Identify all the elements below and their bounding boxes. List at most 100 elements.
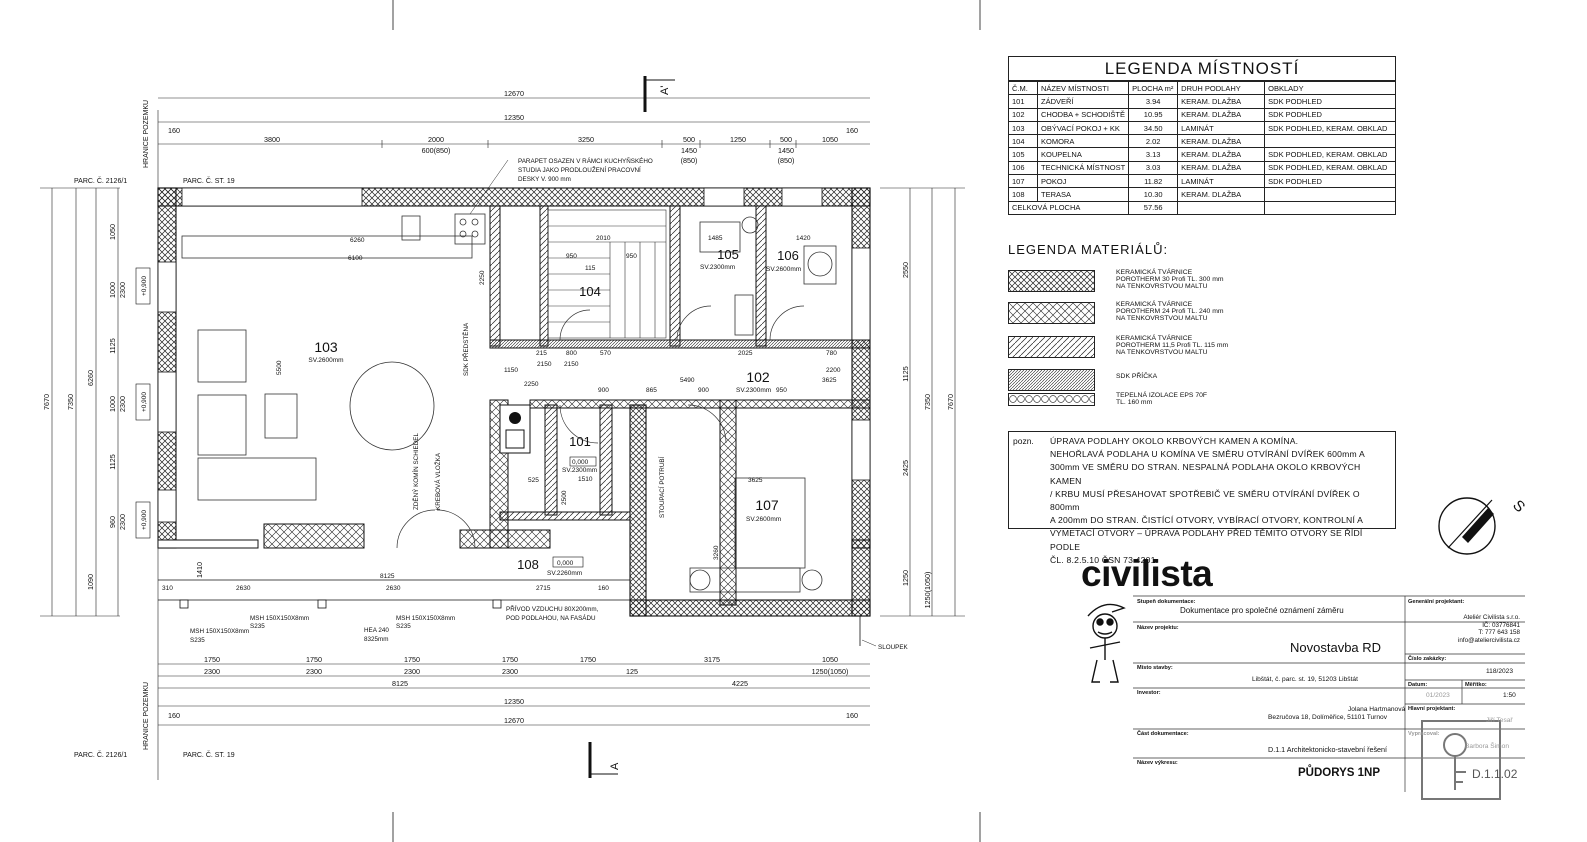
scale-label: Měřítko: bbox=[1465, 682, 1487, 688]
svg-text:960: 960 bbox=[108, 516, 117, 528]
svg-text:4225: 4225 bbox=[732, 679, 748, 688]
table-cell: 3.94 bbox=[1128, 94, 1179, 109]
svg-text:2025: 2025 bbox=[738, 350, 753, 357]
svg-text:12670: 12670 bbox=[504, 716, 524, 725]
chimney bbox=[499, 404, 531, 454]
svg-text:900: 900 bbox=[598, 387, 609, 394]
svg-text:115: 115 bbox=[585, 265, 596, 272]
room-106-height: SV.2600mm bbox=[766, 266, 801, 273]
svg-text:1420: 1420 bbox=[796, 235, 811, 242]
designer-line: T: 777 643 158 bbox=[1478, 629, 1520, 637]
svg-text:525: 525 bbox=[528, 477, 539, 484]
svg-text:900: 900 bbox=[698, 387, 709, 394]
material-item: SDK PŘÍČKA bbox=[1008, 369, 1268, 403]
svg-text:1150: 1150 bbox=[504, 367, 518, 374]
svg-text:2630: 2630 bbox=[236, 585, 251, 592]
svg-text:1125: 1125 bbox=[901, 366, 910, 381]
svg-text:3800: 3800 bbox=[264, 135, 280, 144]
crosshatch-dense-swatch-icon bbox=[1008, 270, 1095, 292]
svg-text:160: 160 bbox=[598, 585, 609, 592]
part-value: D.1.1 Architektonicko-stavební řešení bbox=[1268, 745, 1388, 754]
table-row: 106 TECHNICKÁ MÍSTNOST 3.03 KERAM. DLAŽB… bbox=[1009, 160, 1395, 176]
table-cell: KERAM. DLAŽBA bbox=[1177, 134, 1266, 149]
stage-value: Dokumentace pro společné oznámení záměru bbox=[1180, 606, 1344, 615]
svg-text:ZDĚNÝ KOMÍN SCHIEDEL: ZDĚNÝ KOMÍN SCHIEDEL bbox=[411, 433, 420, 510]
svg-text:2300: 2300 bbox=[204, 667, 220, 676]
terrace bbox=[158, 579, 861, 646]
material-item: KERAMICKÁ TVÁRNICE POROTHERM 24 Profi TL… bbox=[1008, 301, 1268, 336]
svg-text:+0,900: +0,900 bbox=[141, 392, 148, 412]
svg-text:865: 865 bbox=[646, 387, 657, 394]
svg-text:(850): (850) bbox=[681, 156, 698, 165]
svg-text:2715: 2715 bbox=[536, 585, 551, 592]
table-header: OBKLADY bbox=[1264, 80, 1395, 96]
note-label: pozn. bbox=[1013, 436, 1034, 446]
svg-text:8125: 8125 bbox=[392, 679, 408, 688]
svg-text:800: 800 bbox=[566, 350, 577, 357]
svg-text:A: A bbox=[609, 762, 621, 770]
svg-text:950: 950 bbox=[566, 253, 577, 260]
svg-text:A': A' bbox=[659, 86, 671, 95]
table-cell: TERASA bbox=[1036, 187, 1130, 202]
table-cell: KERAM. DLAŽBA bbox=[1177, 187, 1266, 202]
table-cell: 101 bbox=[1009, 94, 1038, 109]
svg-text:7350: 7350 bbox=[66, 394, 75, 410]
svg-text:1510: 1510 bbox=[578, 476, 593, 483]
room-103-height: SV.2600mm bbox=[308, 357, 343, 364]
svg-text:6260: 6260 bbox=[86, 370, 95, 386]
note-line: ČL. 8.2.5.10 ČSN 73 4201. bbox=[1050, 554, 1159, 565]
designer-line: IČ: 03776841 bbox=[1482, 621, 1520, 629]
interior-walls bbox=[489, 205, 871, 606]
material-item: KERAMICKÁ TVÁRNICE POROTHERM 11,5 Profi … bbox=[1008, 335, 1268, 370]
svg-text:MSH 150X150X8mm: MSH 150X150X8mm bbox=[190, 628, 249, 635]
table-cell: 106 bbox=[1009, 160, 1038, 176]
svg-text:215: 215 bbox=[536, 350, 547, 357]
svg-text:SDK PŘEDSTĚNA: SDK PŘEDSTĚNA bbox=[461, 322, 470, 376]
svg-text:950: 950 bbox=[626, 253, 637, 260]
table-row: 104 KOMORA 2.02 KERAM. DLAŽBA bbox=[1009, 134, 1395, 149]
svg-text:HEA 240: HEA 240 bbox=[364, 627, 389, 634]
svg-text:1750: 1750 bbox=[502, 655, 518, 664]
svg-text:S235: S235 bbox=[250, 623, 265, 630]
table-cell: SDK PODHLED, KERAM. OBKLAD bbox=[1264, 160, 1395, 176]
svg-text:1050: 1050 bbox=[822, 135, 838, 144]
table-cell bbox=[1177, 200, 1266, 214]
north-arrow-icon: S bbox=[1438, 497, 1528, 555]
svg-text:7350: 7350 bbox=[923, 394, 932, 410]
svg-text:1000: 1000 bbox=[108, 282, 117, 298]
room-108-number: 108 bbox=[517, 557, 539, 572]
note-line: 300mm VE SMĚRU DO STRAN. NESPALNÁ PODLAH… bbox=[1050, 462, 1361, 486]
project-value: Novostavba RD bbox=[1290, 640, 1382, 655]
svg-text:S235: S235 bbox=[396, 623, 411, 630]
note-box: pozn. ÚPRAVA PODLAHY OKOLO KRBOVÝCH KAME… bbox=[1008, 431, 1396, 565]
svg-text:1250: 1250 bbox=[901, 570, 910, 586]
material-line: KERAMICKÁ TVÁRNICE bbox=[1116, 269, 1193, 276]
table-cell: 3.03 bbox=[1128, 160, 1179, 176]
svg-text:2000: 2000 bbox=[428, 135, 444, 144]
stage-label: Stupeň dokumentace: bbox=[1137, 599, 1196, 605]
svg-text:1485: 1485 bbox=[708, 235, 723, 242]
table-cell: KOMORA bbox=[1036, 134, 1130, 149]
note-line: NEHOŘLAVÁ PODLAHA U KOMÍNA VE SMĚRU OTVÍ… bbox=[1050, 449, 1365, 460]
svg-text:500: 500 bbox=[780, 135, 792, 144]
svg-text:8125: 8125 bbox=[380, 573, 395, 580]
investor-name: Jolana Hartmanová bbox=[1348, 706, 1406, 713]
svg-text:1750: 1750 bbox=[204, 655, 220, 664]
svg-text:950: 950 bbox=[776, 387, 787, 394]
svg-text:2300: 2300 bbox=[502, 667, 518, 676]
svg-text:1410: 1410 bbox=[195, 562, 204, 578]
table-cell bbox=[1264, 187, 1395, 202]
drawn-value: Barbora Šimon bbox=[1465, 743, 1509, 750]
hatch-swatch-icon bbox=[1008, 336, 1095, 358]
material-line: POROTHERM 11,5 Profi TL. 115 mm bbox=[1116, 342, 1229, 349]
sheet-number: D.1.1.02 bbox=[1472, 767, 1518, 781]
svg-text:2425: 2425 bbox=[901, 460, 910, 476]
sheet-marks bbox=[392, 0, 981, 842]
table-cell: 103 bbox=[1009, 120, 1038, 136]
svg-text:1000: 1000 bbox=[108, 396, 117, 412]
table-total-row: CELKOVÁ PLOCHA 57.56 bbox=[1009, 200, 1395, 214]
material-line: POROTHERM 30 Profi TL. 300 mm bbox=[1116, 276, 1224, 283]
dimension-lines bbox=[40, 97, 965, 780]
room-104-number: 104 bbox=[579, 284, 601, 299]
level-tags: +0,900 +0,900 +0,900 bbox=[135, 267, 151, 539]
